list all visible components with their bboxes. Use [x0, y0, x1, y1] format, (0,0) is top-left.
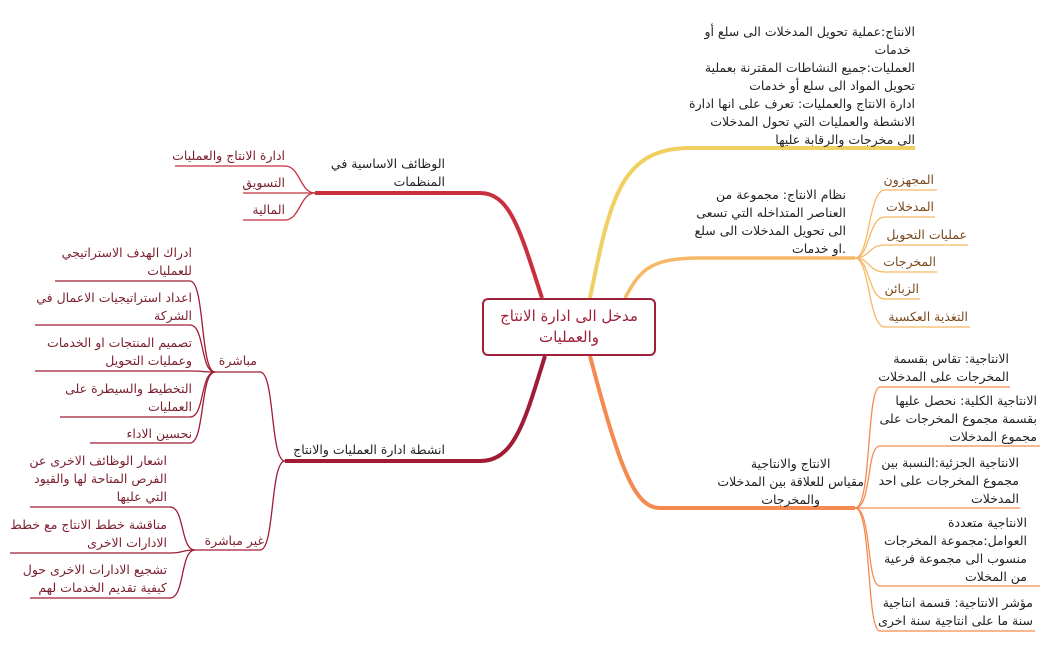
subtopic-inputs[interactable]: المدخلات: [885, 199, 934, 214]
text-line: كيفية تقديم الخدمات لهم: [38, 580, 167, 595]
text-line: بقسمة مجموع المخرجات على: [879, 411, 1037, 426]
direct-item[interactable]: تصميم المنتجات او الخدمات وعمليات التحوي…: [47, 334, 192, 370]
text-line: المنظمات: [393, 174, 445, 189]
text-line: الى مخرجات والرقابة عليها: [775, 132, 915, 147]
text-line: مؤشر الانتاجية: قسمة انتاجية: [882, 595, 1033, 610]
direct-item[interactable]: التخطيط والسيطرة على العمليات: [65, 380, 192, 416]
text-line: الانتاج:عملية تحويل المدخلات الى سلع أو: [704, 24, 915, 39]
text-line: الانتاجية متعددة: [947, 515, 1027, 530]
text-line: منسوب الى مجموعة فرعية: [884, 551, 1027, 566]
text-line: نظام الانتاج: مجموعة من: [716, 187, 846, 202]
text-line: وعمليات التحويل: [105, 353, 192, 368]
subtopic-feedback[interactable]: التغذية العكسية: [888, 309, 968, 324]
topic-activities[interactable]: انشطة ادارة العمليات والانتاج: [293, 442, 445, 457]
text-line: الانتاجية الكلية: نحصل عليها: [895, 393, 1037, 408]
central-topic-line1: مدخل الى ادارة الانتاج: [500, 307, 638, 325]
text-line: اعداد استراتيجيات الاعمال في: [36, 290, 192, 305]
text-line: الى تحويل المدخلات الى سلع: [694, 223, 846, 238]
text-line: العناصر المتداخله التي تسعى: [696, 205, 846, 220]
text-line: اشعار الوظائف الاخرى عن: [29, 453, 167, 468]
text-line: الانتاج والانتاجية: [750, 456, 831, 471]
topic-definitions[interactable]: الانتاج:عملية تحويل المدخلات الى سلع أو …: [689, 23, 915, 149]
central-topic-line2: والعمليات: [538, 328, 600, 346]
text-line: تحويل المواد الى سلع أو خدمات: [749, 78, 915, 93]
topic-productivity[interactable]: الانتاج والانتاجية مقياس للعلاقة بين الم…: [717, 455, 864, 509]
text-line: ادارة الانتاج والعمليات: تعرف على انها ا…: [689, 96, 915, 111]
text-line: مجموع المخرجات على احد: [878, 473, 1019, 488]
text-line: الانتاجية الجزئية:النسبة بين: [881, 455, 1019, 470]
direct-item[interactable]: اعداد استراتيجيات الاعمال في الشركة: [36, 289, 192, 325]
subtopic-customers[interactable]: الزبائن: [884, 281, 919, 296]
text-line: من المخلات: [965, 569, 1027, 584]
subtopic-partial-productivity[interactable]: الانتاجية الجزئية:النسبة بين مجموع المخر…: [879, 454, 1019, 508]
text-line: التي عليها: [116, 489, 167, 504]
text-line: مجموع المدخلات: [949, 429, 1037, 444]
subtopic-transformation[interactable]: عمليات التحويل: [886, 227, 967, 242]
text-line: للعمليات: [147, 263, 192, 278]
link-productivity: [588, 355, 855, 510]
text-line: الانشطة والعمليات التي تحول المدخلات: [710, 114, 915, 129]
text-line: خدمات: [874, 42, 911, 57]
indirect-item[interactable]: اشعار الوظائف الاخرى عن الفرص المتاحة له…: [29, 452, 167, 506]
link-definitions: [588, 146, 915, 299]
topic-production-system[interactable]: نظام الانتاج: مجموعة من العناصر المتداخل…: [694, 186, 846, 258]
subtopic-ops-management[interactable]: ادارة الانتاج والعمليات: [172, 148, 285, 163]
text-line: .او خدمات: [791, 241, 846, 256]
text-line: الانتاجية: تقاس بقسمة: [893, 351, 1009, 366]
central-topic[interactable]: مدخل الى ادارة الانتاج والعمليات: [482, 298, 656, 356]
topic-basic-functions[interactable]: الوظائف الاساسية في المنظمات: [331, 155, 445, 191]
link-production-system: [623, 256, 855, 299]
text-line: ادراك الهدف الاستراتيجي: [61, 245, 192, 260]
text-line: نحسين الاداء: [126, 426, 192, 441]
links-productivity-children: [854, 386, 1040, 632]
text-line: سنة ما على انتاجية سنة اخرى: [878, 613, 1033, 628]
text-line: والمخرجات: [761, 492, 821, 507]
text-line: الشركة: [154, 308, 192, 323]
subtopic-marketing[interactable]: التسويق: [242, 175, 285, 190]
indirect-item[interactable]: تشجيع الادارات الاخرى حول كيفية تقديم ال…: [23, 561, 167, 597]
subtopic-multifactor-productivity[interactable]: الانتاجية متعددة العوامل:مجموعة المخرجات…: [884, 514, 1027, 586]
text-line: المدخلات: [970, 491, 1019, 506]
link-activities: [285, 355, 547, 463]
text-line: تشجيع الادارات الاخرى حول: [22, 562, 167, 577]
links-indirect-children: [10, 506, 196, 599]
text-line: العوامل:مجموعة المخرجات: [884, 533, 1027, 548]
text-line: التخطيط والسيطرة على: [65, 381, 192, 396]
text-line: العمليات: [147, 399, 192, 414]
subtopic-total-productivity[interactable]: الانتاجية الكلية: نحصل عليها بقسمة مجموع…: [879, 392, 1037, 446]
direct-item[interactable]: ادراك الهدف الاستراتيجي للعمليات: [62, 244, 192, 280]
link-basic-functions: [315, 191, 544, 299]
links-activities-children: [195, 371, 286, 551]
subtopic-productivity-index[interactable]: مؤشر الانتاجية: قسمة انتاجية سنة ما على …: [878, 594, 1033, 630]
subtopic-indirect[interactable]: غير مباشرة: [204, 533, 264, 548]
subtopic-outputs[interactable]: المخرجات: [883, 254, 936, 269]
text-line: المخرجات على المدخلات: [878, 369, 1009, 384]
text-line: الفرص المتاحة لها والقيود: [34, 471, 167, 486]
subtopic-direct[interactable]: مباشرة: [218, 353, 257, 368]
text-line: تصميم المنتجات او الخدمات: [47, 335, 192, 350]
text-line: الوظائف الاساسية في: [330, 156, 445, 171]
indirect-item[interactable]: مناقشة خطط الانتاج مع خطط الادارات الاخر…: [10, 516, 167, 552]
links-direct-children: [35, 280, 216, 444]
subtopic-finance[interactable]: المالية: [252, 202, 285, 217]
links-production-system-children: [854, 189, 970, 328]
text-line: مناقشة خطط الانتاج مع خطط: [10, 517, 167, 532]
subtopic-productivity-def[interactable]: الانتاجية: تقاس بقسمة المخرجات على المدخ…: [878, 350, 1009, 386]
text-line: العمليات:جميع النشاطات المقترنة بعملية: [704, 60, 915, 75]
links-basic-functions-children: [175, 165, 316, 221]
text-line: الادارات الاخرى: [87, 535, 167, 550]
subtopic-suppliers[interactable]: المجهزون: [883, 172, 934, 187]
direct-item[interactable]: نحسين الاداء: [127, 425, 192, 443]
text-line: مقياس للعلاقة بين المدخلات: [717, 474, 864, 489]
